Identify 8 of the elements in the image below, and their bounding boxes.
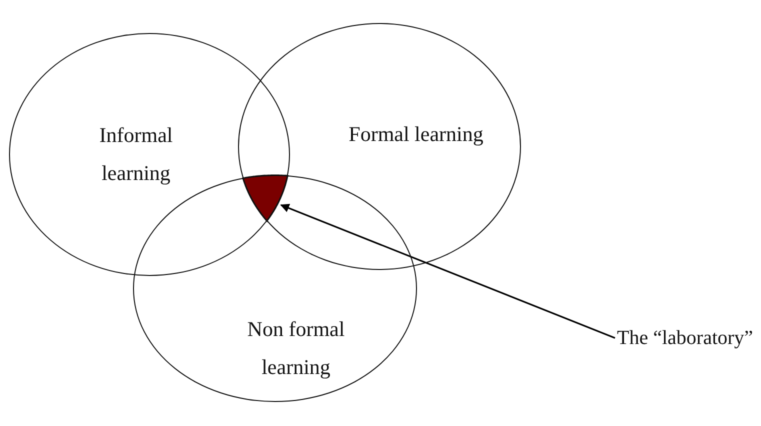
ellipse-label: Formal learning xyxy=(348,121,484,148)
ellipse-label: Informal learning xyxy=(98,122,174,187)
ellipse-label: Non formal learning xyxy=(246,316,346,381)
shaded-region xyxy=(242,174,289,222)
ellipse xyxy=(238,23,521,270)
leader-arrow xyxy=(280,204,616,339)
callout-label: The “laboratory” xyxy=(617,325,754,351)
ellipse xyxy=(9,33,290,276)
